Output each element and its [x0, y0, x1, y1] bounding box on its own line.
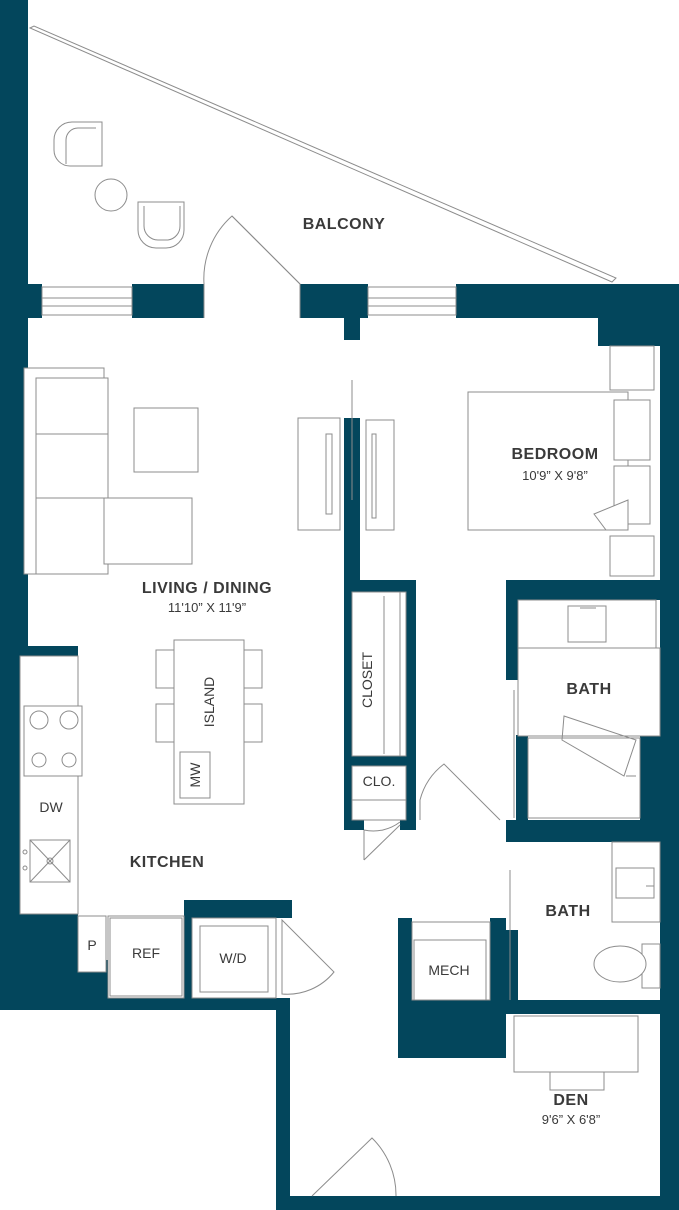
room-dimensions-den: 9'6” X 6'8” [542, 1112, 600, 1127]
balcony-railing [28, 25, 617, 283]
room-dimensions-living-dining: 11'10” X 11'9” [168, 600, 246, 615]
doors [203, 215, 515, 1197]
closets [351, 591, 407, 821]
bath-sink-icon [567, 605, 607, 643]
bookcase-icon [297, 380, 395, 531]
fixture-label-mw: MW [187, 762, 203, 788]
fixture-label-clo: CLO. [363, 773, 396, 789]
desk-icon [513, 1015, 639, 1073]
fixture-label-wd: W/D [219, 950, 246, 966]
kitchen-counter [19, 655, 277, 999]
balcony-chair-icon [137, 201, 185, 249]
room-label-living-dining: LIVING / DINING [142, 580, 272, 597]
fixture-label-closet: CLOSET [359, 652, 375, 708]
nightstand-icon [609, 535, 655, 577]
bathtub-icon [527, 737, 641, 819]
bath-1-fixtures [517, 599, 661, 819]
room-label-kitchen: KITCHEN [130, 854, 205, 871]
desk-chair-icon [549, 1071, 605, 1091]
room-label-bedroom: BEDROOM [511, 446, 598, 463]
room-label-balcony: BALCONY [303, 216, 386, 233]
windows [41, 286, 457, 316]
balcony-chair-icon [53, 121, 103, 167]
den-furniture [513, 1015, 639, 1091]
fixture-label-pantry: P [87, 937, 96, 953]
bed-icon [467, 391, 629, 531]
room-label-den: DEN [553, 1092, 588, 1109]
sofa-icon [23, 367, 193, 575]
fixture-label-mech: MECH [428, 962, 469, 978]
bedroom-furniture [467, 345, 655, 577]
balcony-table-icon [94, 178, 128, 212]
fixture-label-dw: DW [39, 799, 63, 815]
mech-room [411, 921, 491, 1001]
fixture-label-island: ISLAND [201, 677, 217, 728]
balcony-area [28, 25, 617, 283]
pantry [77, 915, 107, 973]
nightstand-icon [609, 345, 655, 391]
kitchen-island [155, 639, 263, 805]
bath-2-fixtures [593, 841, 661, 989]
fixture-label-ref: REF [132, 945, 160, 961]
room-label-bath-1: BATH [566, 681, 611, 698]
room-label-bath-2: BATH [545, 903, 590, 920]
room-dimensions-bedroom: 10'9” X 9'8” [522, 468, 588, 483]
coffee-table-icon [133, 407, 199, 473]
